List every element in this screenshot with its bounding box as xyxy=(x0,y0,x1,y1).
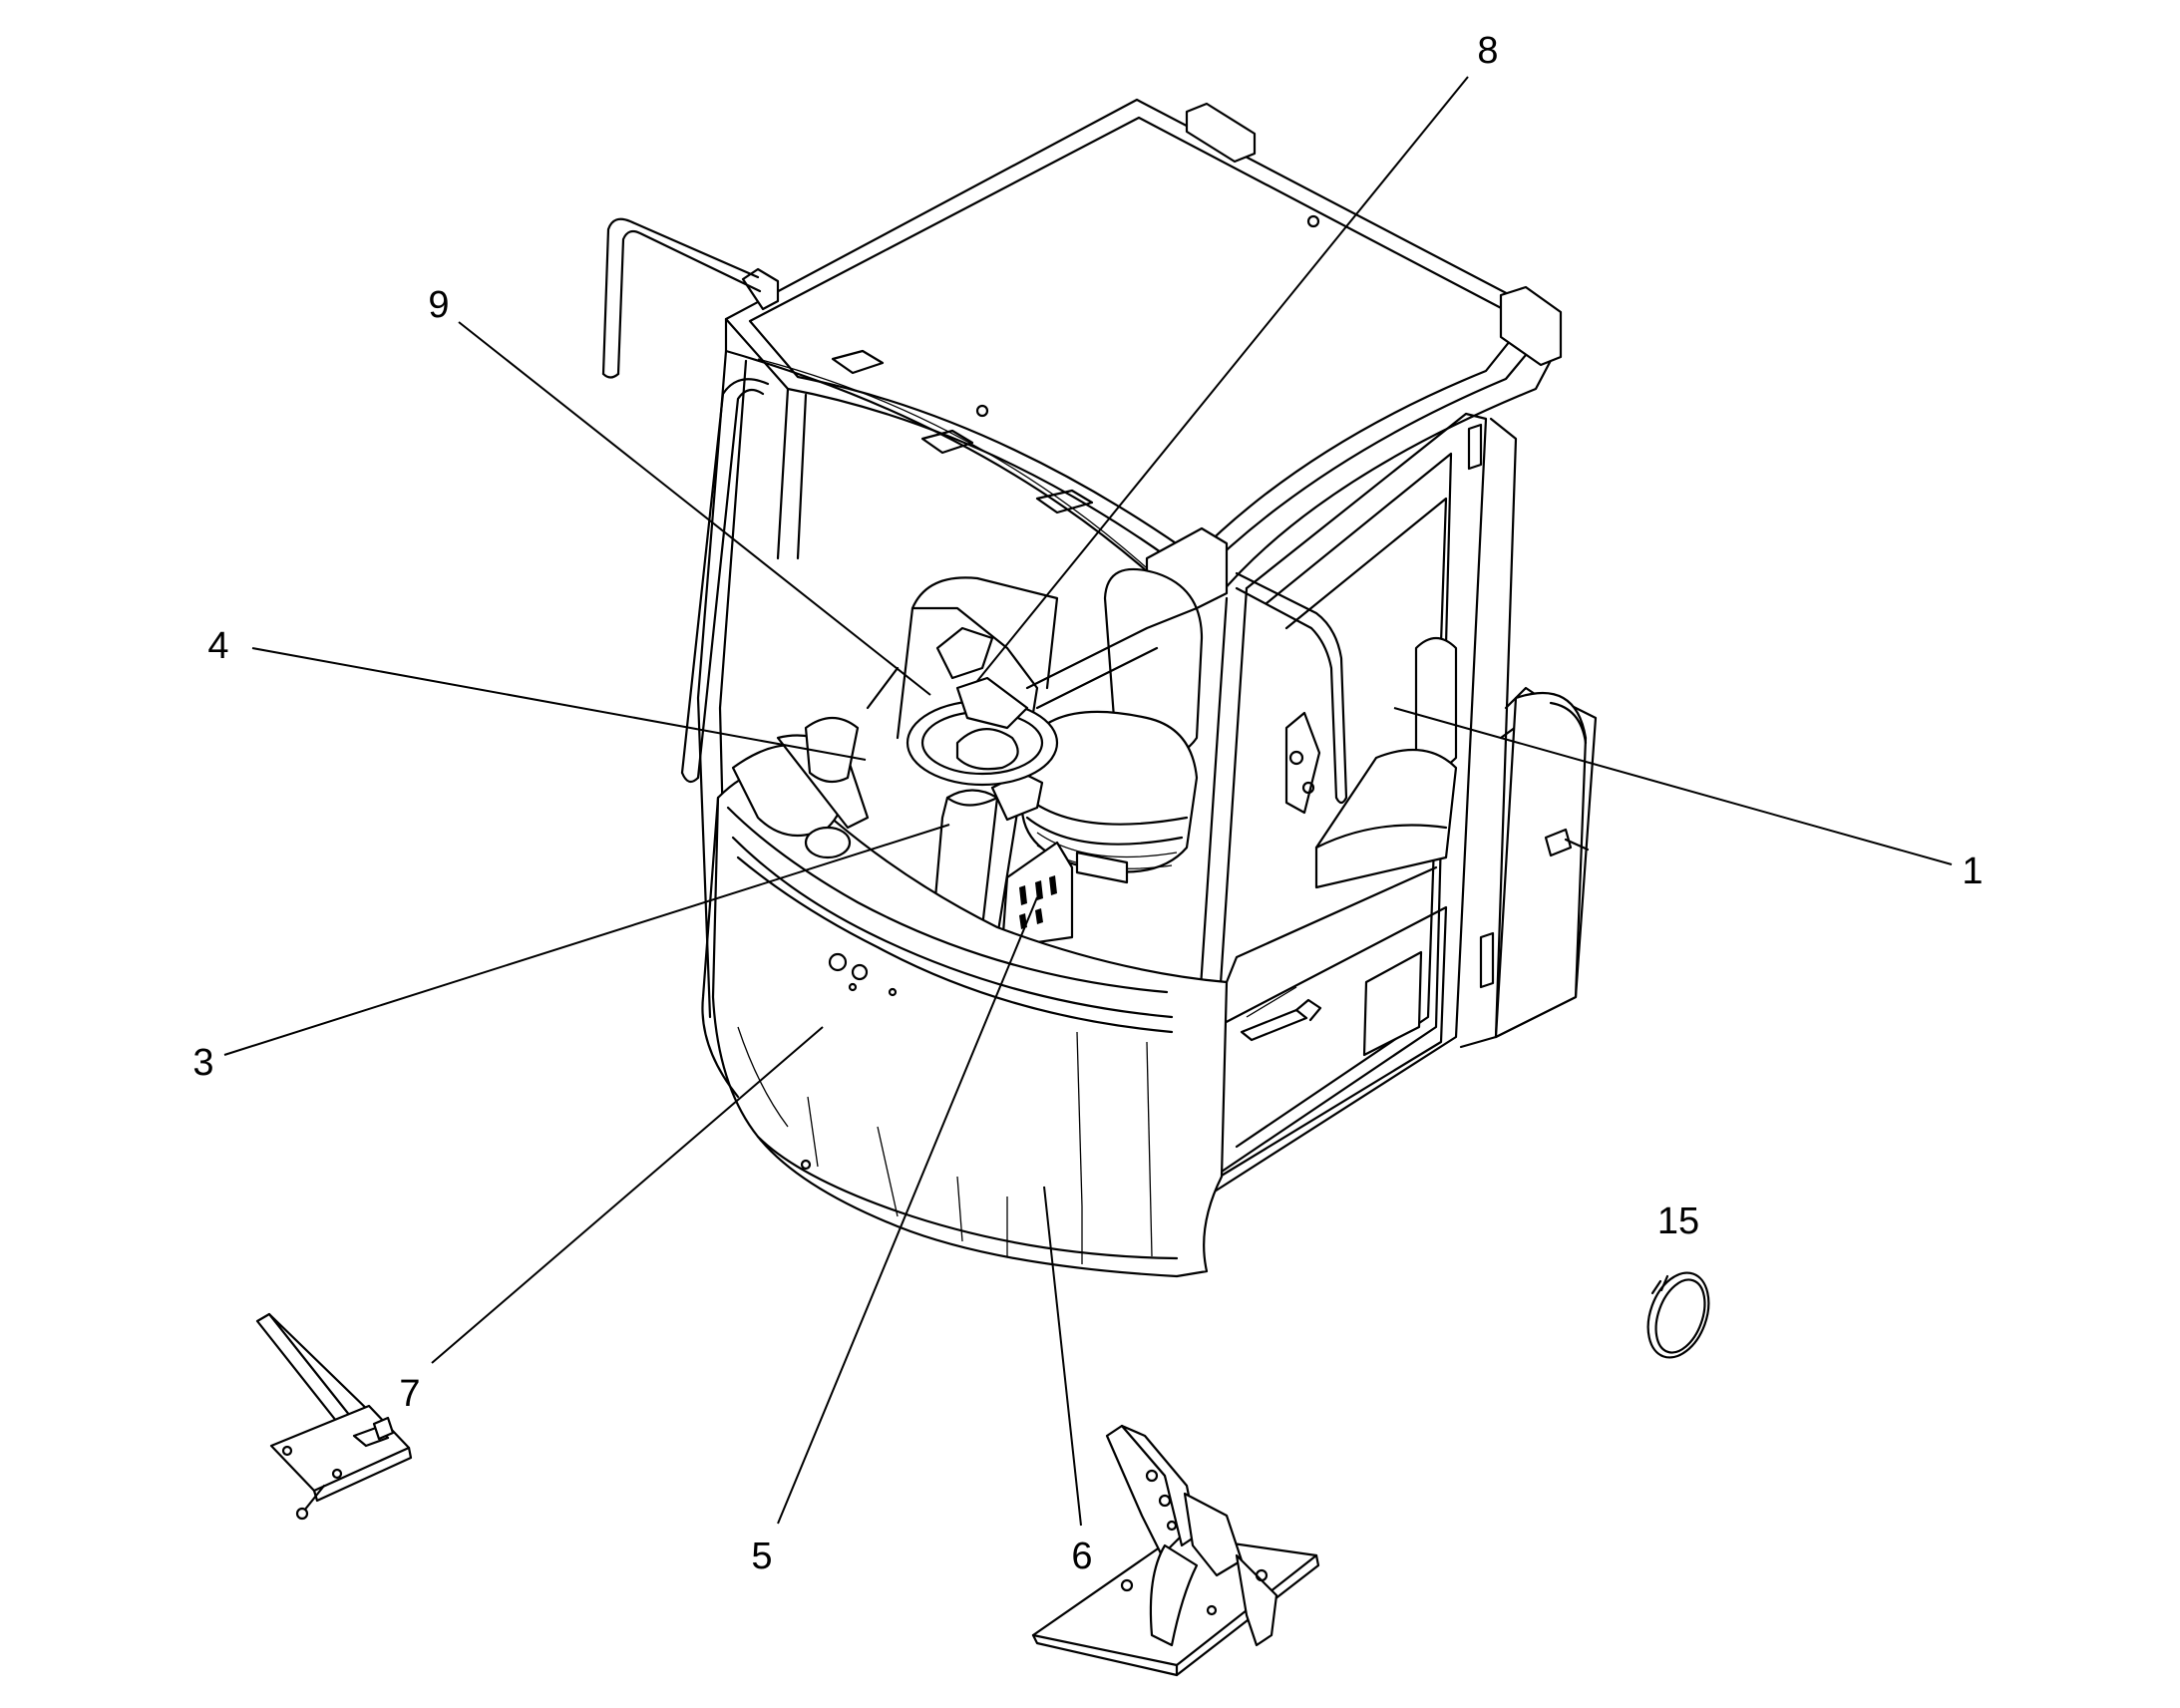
callout-6: 6 xyxy=(1071,1536,1092,1577)
leader-line-3 xyxy=(223,824,950,1056)
leader-line-6 xyxy=(1043,1186,1082,1527)
callout-3: 3 xyxy=(192,1042,213,1084)
callout-7: 7 xyxy=(399,1373,420,1415)
callout-15: 15 xyxy=(1657,1200,1699,1242)
callout-1: 1 xyxy=(1962,851,1983,892)
callout-8: 8 xyxy=(1477,30,1498,72)
callout-4: 4 xyxy=(207,625,228,667)
part-6-pedal-drawing xyxy=(1031,1424,1320,1677)
leader-line-7 xyxy=(431,1026,824,1364)
leader-line-1 xyxy=(1393,707,1953,865)
leader-line-4 xyxy=(251,647,867,761)
part-15-clamp-drawing xyxy=(1646,1271,1710,1359)
leader-line-5 xyxy=(777,896,1038,1525)
callout-9: 9 xyxy=(428,284,449,326)
callout-numbers: 1 3 4 5 6 7 8 9 15 xyxy=(192,30,1983,1577)
leader-line-9 xyxy=(458,321,931,696)
leader-lines xyxy=(223,76,1953,1527)
callout-5: 5 xyxy=(751,1536,772,1577)
leader-line-8 xyxy=(976,76,1469,682)
operator-cab-drawing xyxy=(601,98,1598,1278)
part-7-pedal-drawing xyxy=(255,1312,413,1521)
